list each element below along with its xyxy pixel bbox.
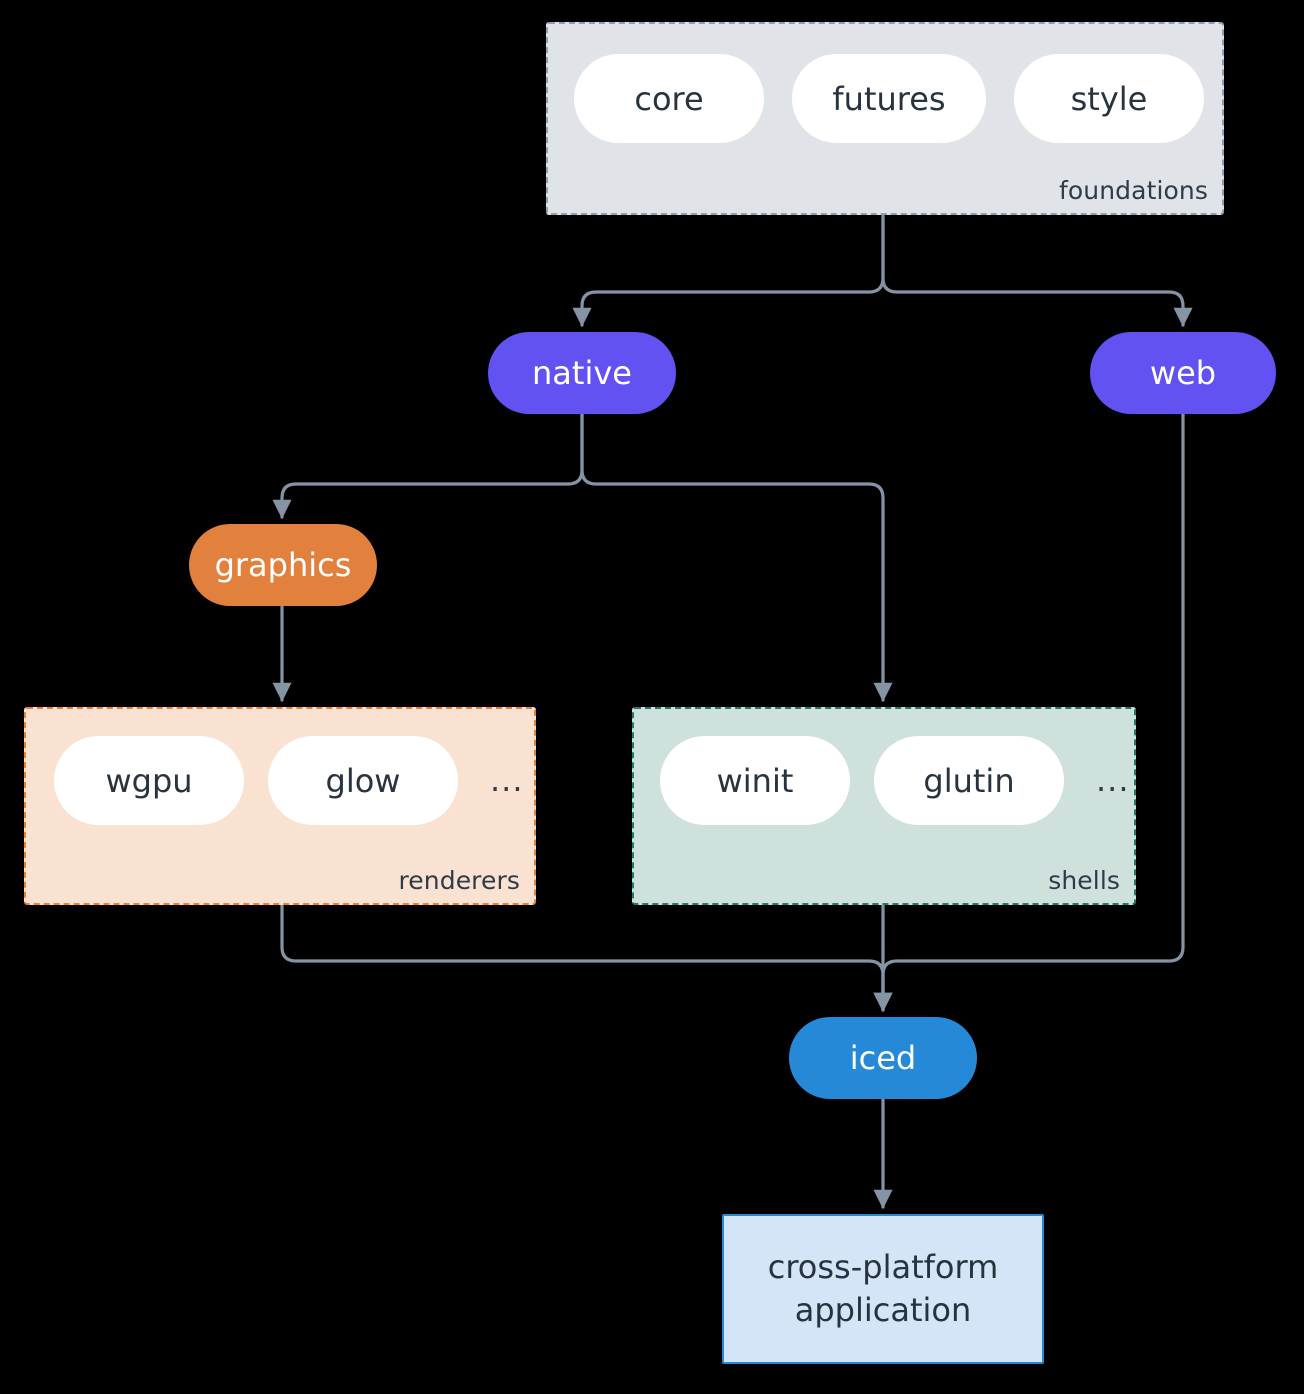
edge-native-shells: [580, 412, 893, 702]
node-iced[interactable]: iced: [789, 1017, 977, 1099]
edge-native-graphics: [272, 412, 584, 519]
node-glutin[interactable]: glutin: [874, 736, 1064, 825]
node-core[interactable]: core: [574, 54, 764, 143]
node-web[interactable]: web: [1090, 332, 1276, 414]
edge-foundations-web: [881, 214, 1193, 327]
edge-foundations-native: [572, 214, 885, 327]
group-foundations: core futures style foundations: [546, 22, 1224, 215]
edge-renderers-iced: [280, 903, 893, 1012]
node-graphics[interactable]: graphics: [189, 524, 377, 606]
application-line-2: application: [794, 1291, 972, 1329]
node-style[interactable]: style: [1014, 54, 1204, 143]
group-foundations-label: foundations: [1059, 176, 1208, 205]
node-native[interactable]: native: [488, 332, 676, 414]
group-renderers-label: renderers: [398, 866, 520, 895]
group-renderers: wgpu glow ... renderers: [24, 707, 536, 905]
group-shells-items: winit glutin ...: [660, 736, 1130, 825]
group-shells-label: shells: [1048, 866, 1120, 895]
node-winit[interactable]: winit: [660, 736, 850, 825]
group-renderers-items: wgpu glow ...: [54, 736, 524, 825]
shells-overflow-ellipsis: ...: [1096, 761, 1130, 799]
node-futures[interactable]: futures: [792, 54, 986, 143]
node-cross-platform-application[interactable]: cross-platform application: [722, 1214, 1044, 1364]
group-shells: winit glutin ... shells: [632, 707, 1136, 905]
node-glow[interactable]: glow: [268, 736, 458, 825]
group-foundations-items: core futures style: [574, 54, 1204, 143]
node-wgpu[interactable]: wgpu: [54, 736, 244, 825]
application-line-1: cross-platform: [767, 1247, 999, 1286]
renderers-overflow-ellipsis: ...: [490, 761, 524, 799]
